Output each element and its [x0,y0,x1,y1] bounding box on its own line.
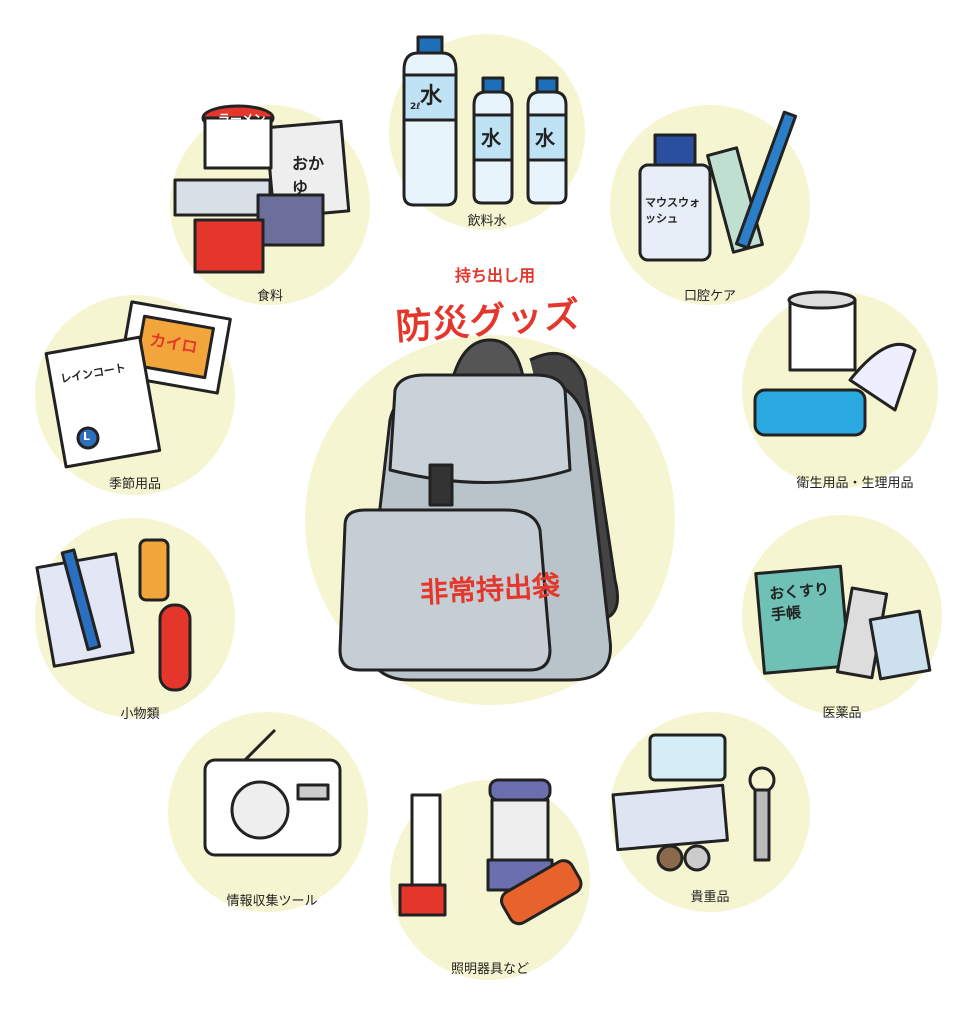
seasonal-icon [44,300,232,469]
category-label-water: 飲料水 [467,214,507,229]
lantern-candle-flashlight-icon [398,778,583,926]
category-label-small-items: 小物類 [120,707,160,722]
mouthwash-icon [638,110,798,262]
water-size-text: 2ℓ [410,102,421,112]
category-label-info-tools: 情報収集ツール [226,894,318,909]
mouthwash-text: マウスウォッシュ [645,196,700,225]
hygiene-icon [753,290,917,437]
title-subtitle: 持ち出し用 [454,266,536,285]
water-text-large: 水 [420,84,443,109]
ramen-text: ラーメン [218,112,266,126]
water-text-small-1: 水 [481,126,501,150]
small-items-icon [35,538,192,692]
medicine-book-text: おくすり手帳 [768,579,830,624]
category-label-valuables: 貴重品 [690,890,730,905]
food-icon [173,104,351,274]
okayu-text: おかゆ [292,154,325,197]
water-bottle-icon [402,35,568,207]
radio-icon [203,728,342,857]
category-label-medicine: 医薬品 [822,706,862,721]
valuables-icon [611,733,776,872]
bag-label: 非常持出袋 [419,569,561,610]
raincoat-size-text: L [83,430,91,443]
category-label-oral-care: 口腔ケア [683,289,737,304]
category-label-seasonal: 季節用品 [108,477,162,492]
category-label-lighting: 照明器具など [450,962,530,977]
medicine-icon [754,564,932,681]
category-label-hygiene: 衛生用品・生理用品 [796,476,914,491]
water-text-small-2: 水 [535,126,555,150]
backpack-icon [338,338,619,682]
category-label-food: 食料 [256,289,284,304]
